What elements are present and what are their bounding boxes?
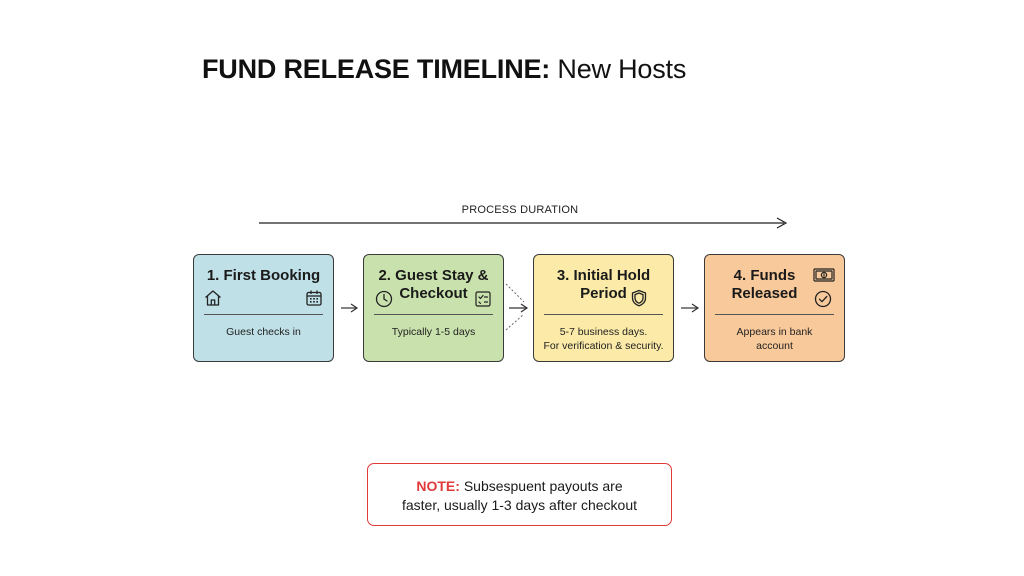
note-label: NOTE: <box>416 478 460 494</box>
check-circle-icon <box>813 289 833 309</box>
clock-icon <box>374 289 394 309</box>
step-description-line: 5-7 business days. <box>559 326 648 338</box>
step-divider <box>715 314 834 315</box>
step-title-line: 4. Funds <box>733 267 796 284</box>
note-text-1: Subsespuent payouts are <box>463 478 623 494</box>
step-description-line: Appears in bank <box>736 326 813 338</box>
step-description: Appears in bank account <box>709 325 840 353</box>
process-duration-arrow <box>259 217 788 229</box>
arrow-step2-to-step3 <box>505 283 529 331</box>
note-box: NOTE: Subsespuent payouts are faster, us… <box>367 463 672 526</box>
step-guest-stay-checkout: 2. Guest Stay & Checkout Typically 1-5 d… <box>363 254 504 362</box>
calendar-icon <box>304 288 324 308</box>
note-line-1: NOTE: Subsespuent payouts are <box>368 477 671 496</box>
step-divider <box>374 314 493 315</box>
step-description: 5-7 business days. For verification & se… <box>538 325 669 353</box>
step-title-line: 1. First Booking <box>206 267 321 284</box>
step-first-booking: 1. First Booking Guest checks in <box>193 254 334 362</box>
step-title-line: 3. Initial Hold <box>556 267 651 284</box>
money-icon <box>812 265 836 285</box>
shield-icon <box>629 288 649 308</box>
step-description-line: Typically 1-5 days <box>391 326 476 338</box>
step-title: 1. First Booking <box>194 267 333 285</box>
step-title-line: Checkout <box>399 285 468 302</box>
page-title: FUND RELEASE TIMELINE: New Hosts <box>202 54 686 85</box>
step-funds-released: 4. Funds Released Appears in bank accoun… <box>704 254 845 362</box>
step-title: 2. Guest Stay & Checkout <box>364 267 503 303</box>
step-title: 4. Funds Released <box>685 267 844 303</box>
step-title-line: Period <box>580 285 627 302</box>
home-icon <box>203 288 223 308</box>
step-divider <box>544 314 663 315</box>
arrow-step1-to-step2 <box>341 303 359 313</box>
title-bold: FUND RELEASE TIMELINE: <box>202 54 551 84</box>
step-title-line: 2. Guest Stay & <box>378 267 489 284</box>
arrow-step3-to-step4 <box>681 303 700 313</box>
step-description: Typically 1-5 days <box>368 325 499 339</box>
process-duration-label: PROCESS DURATION <box>461 204 579 216</box>
checklist-icon <box>473 289 493 309</box>
title-regular: New Hosts <box>557 54 687 84</box>
step-divider <box>204 314 323 315</box>
step-title-line: Released <box>731 285 798 302</box>
step-description: Guest checks in <box>198 325 329 339</box>
step-description-line: For verification & security. <box>543 340 664 352</box>
note-line-2: faster, usually 1-3 days after checkout <box>401 497 637 513</box>
step-description-line: account <box>756 340 793 352</box>
step-title: 3. Initial Hold Period <box>534 267 673 303</box>
step-description-line: Guest checks in <box>226 326 301 338</box>
step-initial-hold-period: 3. Initial Hold Period 5-7 business days… <box>533 254 674 362</box>
